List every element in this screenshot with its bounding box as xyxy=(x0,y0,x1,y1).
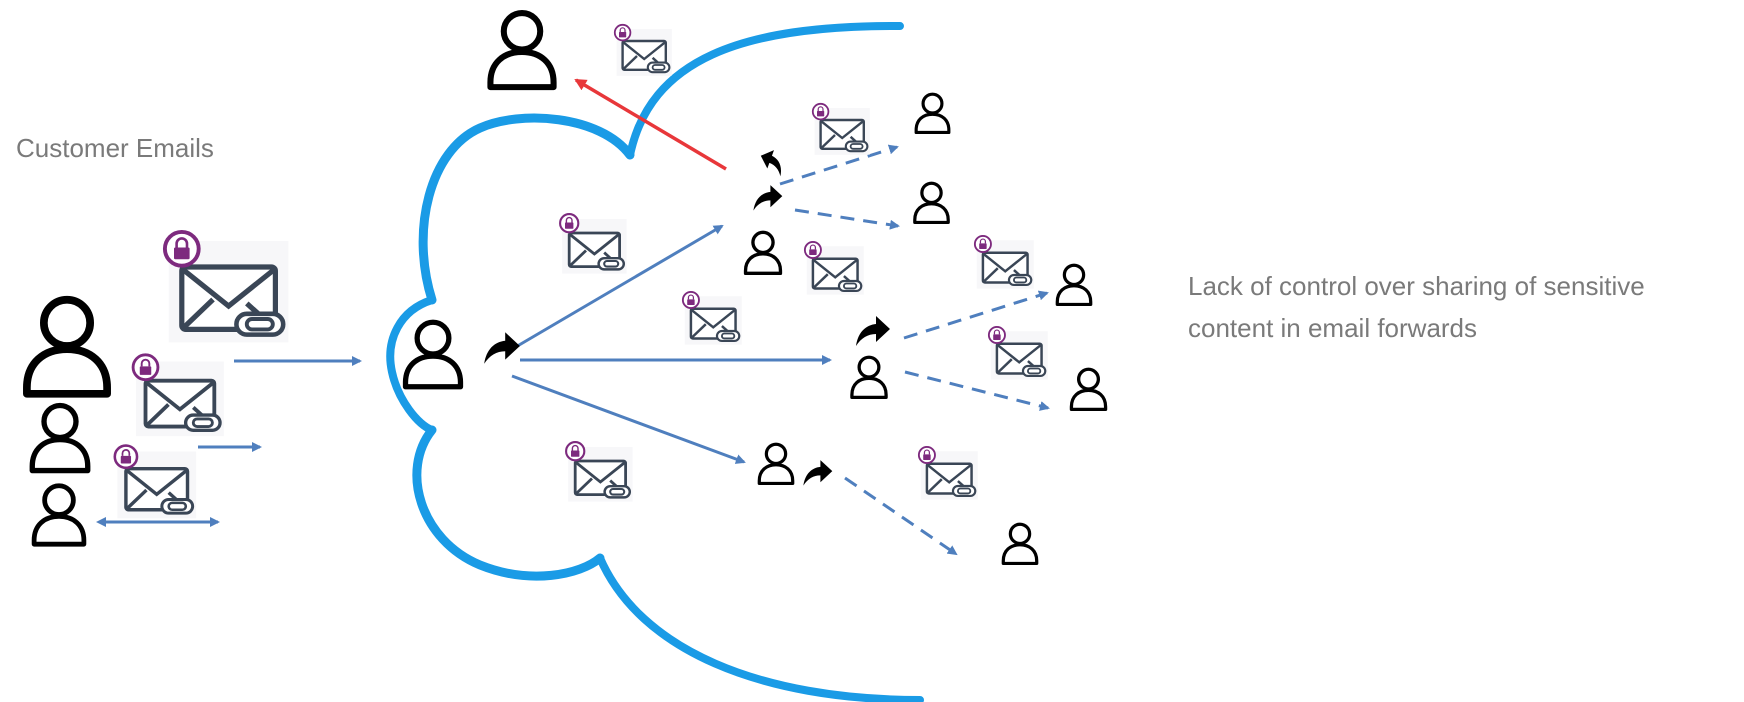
person-icon-sender-3 xyxy=(34,486,84,544)
envelope-icon-large xyxy=(165,232,289,343)
person-icon-fwd-5 xyxy=(1001,522,1039,566)
person-icon-recipient-top xyxy=(743,230,783,276)
envelope-icon-4 xyxy=(681,290,743,346)
person-icon-recipient-mid xyxy=(849,355,889,400)
arrow-to-recipient-bottom xyxy=(511,374,746,464)
envelope-icon-7 xyxy=(564,440,634,503)
envelope-icon-1 xyxy=(811,102,871,156)
envelope-icon-5 xyxy=(973,234,1035,290)
person-icon-main-sender xyxy=(27,300,107,394)
envelope-icon-6 xyxy=(987,325,1049,381)
envelope-icon-sender-3 xyxy=(113,443,198,520)
person-icon-leak-recipient xyxy=(490,13,553,87)
person-icon-cloud-user xyxy=(406,322,461,386)
envelope-icon-8 xyxy=(917,445,979,501)
solid-arrows xyxy=(96,224,832,527)
person-icon-fwd-3 xyxy=(1055,263,1093,307)
forward-icon-cloud-user xyxy=(484,332,520,364)
envelope-icon-2 xyxy=(558,212,628,275)
person-icon-fwd-2 xyxy=(912,181,951,225)
customer-emails-label: Customer Emails xyxy=(16,133,214,163)
person-icon-recipient-bottom xyxy=(757,442,795,486)
dashed-forward-arrows xyxy=(779,144,1050,556)
leak-arrow xyxy=(574,78,727,171)
forward-icon-mid xyxy=(856,316,890,346)
person-icon-fwd-1 xyxy=(914,92,951,135)
envelope-icon-3 xyxy=(803,240,865,296)
envelopes xyxy=(113,23,1049,520)
description-note: Lack of control over sharing of sensitiv… xyxy=(1188,266,1728,349)
forward-icon-top-b xyxy=(753,185,783,211)
arrow-to-recipient-top xyxy=(513,224,724,350)
description-line-2: content in email forwards xyxy=(1188,312,1478,343)
forward-icon-top-a xyxy=(756,146,789,177)
description-line-1: Lack of control over sharing of sensitiv… xyxy=(1188,271,1645,301)
person-icon-fwd-4 xyxy=(1069,367,1108,412)
forward-icon-bottom xyxy=(803,460,833,486)
envelope-icon-sender-2 xyxy=(131,352,226,438)
person-icon-sender-2 xyxy=(32,406,87,471)
envelope-icon-top xyxy=(613,23,673,77)
cloud-boundary-icon xyxy=(386,21,924,702)
